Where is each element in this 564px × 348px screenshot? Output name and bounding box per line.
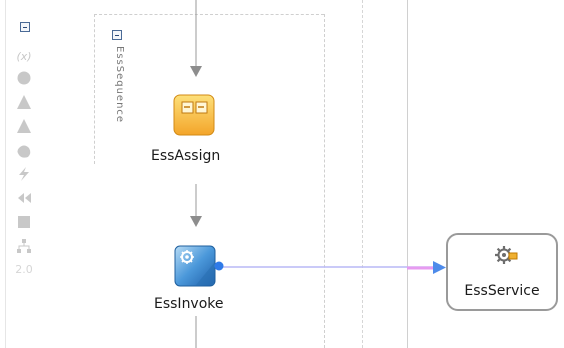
swimlane-divider-dashed	[362, 0, 363, 348]
warning-icon[interactable]	[15, 94, 33, 110]
invoke-wire	[220, 261, 446, 274]
lightning-icon[interactable]	[15, 166, 33, 182]
faded-icon: 2.0	[15, 262, 33, 276]
assign-activity[interactable]	[173, 94, 215, 136]
palette-divider	[5, 0, 6, 348]
sequence-border-top	[94, 14, 324, 15]
partner-link-label: EssService	[464, 283, 540, 299]
rewind-icon[interactable]	[15, 190, 33, 206]
assign-icon	[173, 94, 215, 136]
partner-link-essservice[interactable]: EssService	[446, 233, 558, 311]
triangle-icon[interactable]	[15, 118, 33, 134]
box-icon[interactable]	[15, 214, 33, 230]
sequence-collapse-icon[interactable]	[112, 30, 122, 40]
invoke-icon	[174, 245, 224, 287]
blob-icon[interactable]	[15, 143, 33, 159]
invoke-activity[interactable]	[174, 245, 224, 289]
sequence-border-left	[94, 14, 95, 164]
assign-label: EssAssign	[151, 148, 221, 164]
swimlane-divider	[407, 0, 408, 348]
invoke-label: EssInvoke	[154, 296, 224, 312]
connector-assign-invoke	[190, 184, 202, 227]
hierarchy-icon[interactable]	[15, 238, 33, 254]
gear-icon	[495, 246, 518, 264]
scope-icon[interactable]	[15, 70, 33, 86]
connector-top	[190, 0, 202, 77]
palette-collapse-icon[interactable]	[20, 22, 30, 32]
variables-icon[interactable]: (x)	[16, 49, 32, 63]
sequence-border-right	[324, 14, 325, 348]
